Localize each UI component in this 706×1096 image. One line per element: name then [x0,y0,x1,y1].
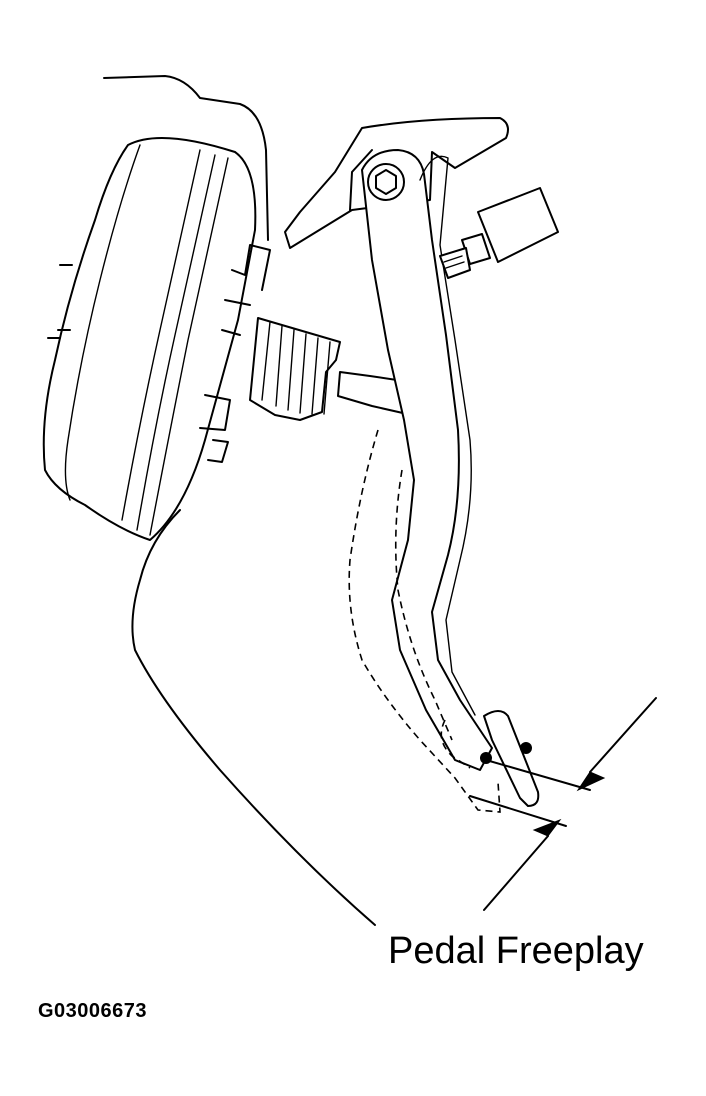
pedal-applied-position [348,429,501,813]
push-rod-boot [249,317,341,421]
freeplay-dimension [469,697,657,911]
brake-pedal-arm [361,149,493,771]
pedal-pad [480,710,540,807]
firewall-outline [103,75,376,926]
brake-booster [42,137,271,541]
freeplay-callout-label: Pedal Freeplay [388,930,644,972]
stop-light-switch [439,187,559,279]
figure-id: G03006673 [38,1000,148,1022]
